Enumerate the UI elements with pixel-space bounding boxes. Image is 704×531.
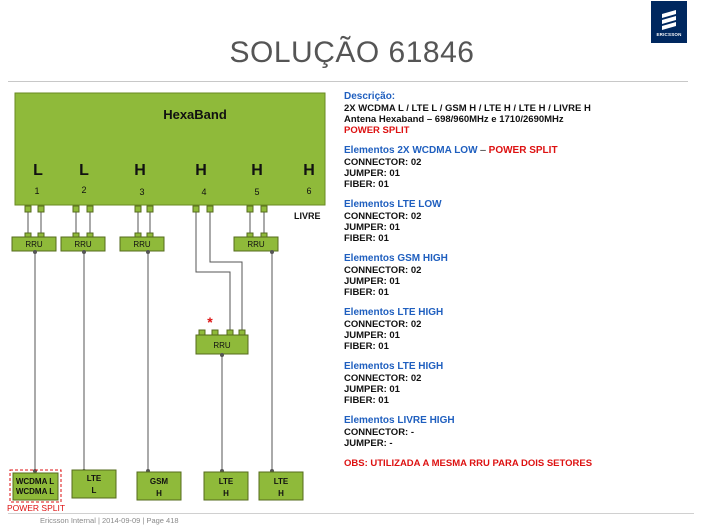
rru-label-5: RRU [213,341,231,350]
rru-label-3: RRU [133,240,151,249]
bottom-box-lte-l-line2: L [92,486,97,495]
bottom-box-wcdma-line2: WCDMA L [16,487,54,496]
description-line-2: Antena Hexaband – 698/960MHz e 1710/2690… [344,114,564,125]
description-title: Descrição: [344,91,396,102]
rru-box-4 [233,236,279,252]
elements-heading-1: Elementos 2X WCDMA LOW – POWER SPLIT [344,145,694,157]
band-number-2: 2 [81,185,86,195]
elements-6-connector: CONNECTOR: - [344,427,415,438]
elements-section-livre-high: Elementos LIVRE HIGH CONNECTOR: - JUMPER… [344,415,694,449]
elements-3-connector: CONNECTOR: 02 [344,265,422,276]
elements-6-jumper: JUMPER: - [344,438,393,449]
rru-label-1: RRU [25,240,43,249]
bottom-box-gsm-h-line1: GSM [150,477,169,486]
elements-section-lte-high-2: Elementos LTE HIGH CONNECTOR: 02 JUMPER:… [344,361,694,406]
elements-heading-6: Elementos LIVRE HIGH [344,415,455,426]
description-section: Descrição: 2X WCDMA L / LTE L / GSM H / … [344,91,694,136]
elements-2-jumper: JUMPER: 01 [344,222,400,233]
logo-wordmark: ERICSSON [656,32,682,37]
bottom-box-lte-h-2-line1: LTE [274,477,289,486]
power-split-outline [9,469,62,503]
fiber-dots [33,250,274,473]
elements-section-lte-low: Elementos LTE LOW CONNECTOR: 02 JUMPER: … [344,199,694,244]
elements-4-connector: CONNECTOR: 02 [344,319,422,330]
footer-text: Ericsson Internal | 2014-09-09 | Page 41… [40,516,179,525]
elements-5-connector: CONNECTOR: 02 [344,373,422,384]
bottom-box-lte-h-1 [203,471,249,501]
elements-5-jumper: JUMPER: 01 [344,384,400,395]
elements-heading-5: Elementos LTE HIGH [344,361,444,372]
livre-label: LIVRE [294,211,321,221]
description-panel: Descrição: 2X WCDMA L / LTE L / GSM H / … [344,91,694,469]
elements-2-connector: CONNECTOR: 02 [344,211,422,222]
elements-3-fiber: FIBER: 01 [344,287,389,298]
bottom-box-gsm-h [136,471,182,501]
obs-note: OBS: UTILIZADA A MESMA RRU PARA DOIS SET… [344,458,593,469]
elements-3-jumper: JUMPER: 01 [344,276,400,287]
band-number-3: 3 [139,187,144,197]
elements-1-fiber: FIBER: 01 [344,179,389,190]
elements-section-gsm-high: Elementos GSM HIGH CONNECTOR: 02 JUMPER:… [344,253,694,298]
band-letter-1: L [33,162,43,179]
bottom-box-lte-h-2 [258,471,304,501]
band-letter-3: H [134,162,146,179]
power-split-label: POWER SPLIT [7,503,65,513]
ericsson-logo-icon: ERICSSON [651,1,687,43]
band-number-1: 1 [34,186,39,196]
description-line-1: 2X WCDMA L / LTE L / GSM H / LTE H / LTE… [344,103,591,114]
title-divider [8,81,688,82]
rru-box-3 [119,236,165,252]
elements-heading-4: Elementos LTE HIGH [344,307,444,318]
hexaband-label: HexaBand [163,107,227,122]
bottom-box-wcdma [12,472,59,501]
band-number-6: 6 [306,186,311,196]
bottom-box-lte-h-1-line1: LTE [219,477,234,486]
elements-1-jumper: JUMPER: 01 [344,168,400,179]
band-number-5: 5 [254,187,259,197]
fiber-lines [34,251,273,472]
rru-label-4: RRU [247,240,265,249]
elements-heading-1-sep: – [477,145,489,156]
band-letter-2: L [79,162,89,179]
shared-rru-marker: * [207,314,213,330]
elements-4-fiber: FIBER: 01 [344,341,389,352]
band-number-4: 4 [201,187,206,197]
jumper-lines [27,212,265,331]
band-letter-6: H [303,162,315,179]
elements-1-connector: CONNECTOR: 02 [344,157,422,168]
bottom-box-lte-h-1-line2: H [223,489,229,498]
page-title: SOLUÇÃO 61846 [229,36,475,69]
bottom-box-lte-l [71,469,117,499]
bottom-box-lte-l-line1: LTE [87,474,102,483]
elements-heading-1-red: POWER SPLIT [488,145,558,156]
elements-heading-2: Elementos LTE LOW [344,199,442,210]
elements-2-fiber: FIBER: 01 [344,233,389,244]
antenna-diagram: HexaBand L L H H H H 1 2 3 4 5 6 LIVRE R… [7,92,326,513]
bottom-box-wcdma-line1: WCDMA L [16,477,54,486]
hexaband-panel [14,92,326,206]
elements-heading-3: Elementos GSM HIGH [344,253,448,264]
band-letter-5: H [251,162,263,179]
elements-4-jumper: JUMPER: 01 [344,330,400,341]
rru-label-2: RRU [74,240,92,249]
elements-section-wcdma-low: Elementos 2X WCDMA LOW – POWER SPLIT CON… [344,145,694,190]
elements-5-fiber: FIBER: 01 [344,395,389,406]
antenna-ports [24,205,268,213]
bottom-box-gsm-h-line2: H [156,489,162,498]
elements-section-lte-high-1: Elementos LTE HIGH CONNECTOR: 02 JUMPER:… [344,307,694,352]
logo-bars-icon [662,10,676,30]
band-letter-4: H [195,162,207,179]
footer-divider [8,513,694,514]
elements-heading-1-text: Elementos 2X WCDMA LOW [344,145,478,156]
bottom-box-lte-h-2-line2: H [278,489,284,498]
description-line-3: POWER SPLIT [344,125,410,136]
